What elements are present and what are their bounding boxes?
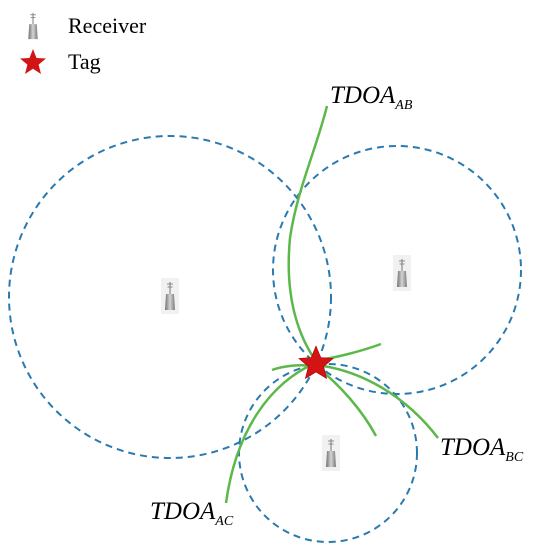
tag-legend-star-icon: [18, 47, 48, 77]
receiver-a-range-circle: [8, 135, 332, 459]
legend-row-tag: Tag: [18, 44, 146, 80]
receiver-legend-label: Receiver: [68, 13, 147, 38]
tdoa-ab-curve: [287, 105, 329, 361]
tdoa-bc-label: TDOABC: [440, 434, 524, 465]
tag-legend-label: Tag: [68, 49, 101, 74]
legend: Receiver Tag: [18, 8, 146, 80]
receiver-b-range-circle: [272, 145, 522, 395]
receiver-b-icon: [393, 255, 411, 291]
receiver-a-icon: [161, 278, 179, 314]
tdoa-bc-curve-right: [315, 363, 439, 439]
tag-star-icon: [298, 345, 334, 380]
tdoa-ac-curve-upper: [317, 342, 382, 362]
tdoa-ab-label: TDOAAB: [330, 82, 413, 113]
legend-row-receiver: Receiver: [18, 8, 146, 44]
receiver-legend-icon: [18, 11, 48, 41]
tdoa-ac-label: TDOAAC: [150, 498, 234, 529]
receiver-c-icon: [322, 435, 340, 471]
tdoa-ac-curve-lower: [224, 363, 312, 504]
